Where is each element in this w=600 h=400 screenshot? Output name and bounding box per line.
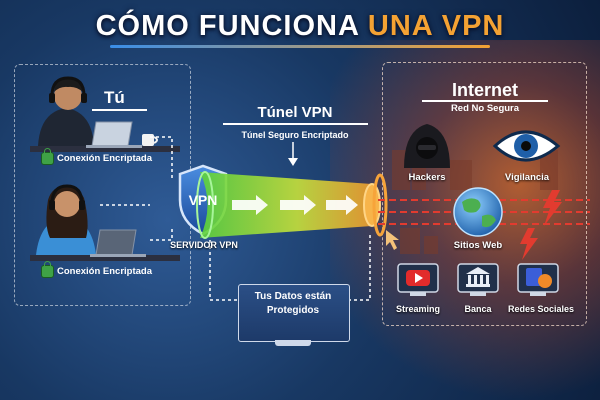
connector-user2 <box>150 228 173 241</box>
data-protected-line-1: Tus Datos están <box>254 291 332 302</box>
social-tile <box>517 263 559 296</box>
service-social-label: Redes Sociales <box>507 304 575 314</box>
bank-tile <box>457 263 499 296</box>
laptop-icon <box>90 229 146 257</box>
user-label-underline <box>92 109 147 111</box>
threat-surveillance-label: Vigilancia <box>504 172 550 183</box>
connector-data-left <box>209 240 238 301</box>
internet-title: Internet <box>451 80 518 100</box>
laptop-icon <box>86 121 142 148</box>
lock-icon <box>42 148 53 164</box>
vpn-badge-text: VPN <box>188 192 218 208</box>
vpn-server-label: SERVIDOR VPN <box>170 240 238 250</box>
desk-bottom <box>30 255 180 261</box>
tunnel-title: Túnel VPN <box>257 104 333 121</box>
tunnel-subtitle: Túnel Seguro Encriptado <box>241 130 349 140</box>
internet-title-underline <box>422 100 548 102</box>
desk-top <box>30 146 180 152</box>
play-icon <box>415 273 423 283</box>
title-part-1: CÓMO FUNCIONA <box>95 10 359 42</box>
title-underline <box>110 45 490 48</box>
connection-badge-2: Conexión Encriptada <box>42 261 153 277</box>
eye-icon <box>492 130 561 162</box>
tunnel-pointer-head <box>288 158 298 166</box>
coffee-cup-icon <box>142 134 158 146</box>
page-title: CÓMO FUNCIONA UNA VPN <box>0 10 600 43</box>
connector-data-right <box>348 235 371 301</box>
lock-icon <box>42 261 53 277</box>
monitor-stand <box>275 340 311 346</box>
lightning-icon <box>520 190 562 260</box>
data-protected-box <box>238 284 350 342</box>
connection-label-1: Conexión Encriptada <box>57 153 153 164</box>
bank-icon <box>466 267 490 287</box>
connection-badge-1: Conexión Encriptada <box>42 148 153 164</box>
user-man-icon <box>38 76 94 146</box>
connector-user1 <box>150 136 173 180</box>
service-bank-label: Banca <box>464 304 492 314</box>
service-streaming-label: Streaming <box>395 304 440 314</box>
user-woman-icon <box>36 184 96 255</box>
streaming-tile <box>397 263 439 296</box>
globe-icon <box>453 187 503 237</box>
tunnel-arrows <box>232 195 358 215</box>
hacker-icon <box>404 124 450 168</box>
cursor-icon <box>386 230 399 250</box>
websites-label: Sitios Web <box>453 240 503 251</box>
title-part-2: UNA VPN <box>367 10 505 42</box>
tunnel-title-underline <box>223 123 368 125</box>
user-label: Tú <box>104 88 125 107</box>
data-protected-text: Tus Datos están Protegidos <box>238 290 348 318</box>
threat-hackers-label: Hackers <box>408 172 446 183</box>
connection-label-2: Conexión Encriptada <box>57 266 153 277</box>
social-icon <box>526 268 542 286</box>
internet-panel <box>382 62 587 326</box>
data-protected-line-2: Protegidos <box>266 305 320 316</box>
internet-subtitle: Red No Segura <box>450 103 520 114</box>
